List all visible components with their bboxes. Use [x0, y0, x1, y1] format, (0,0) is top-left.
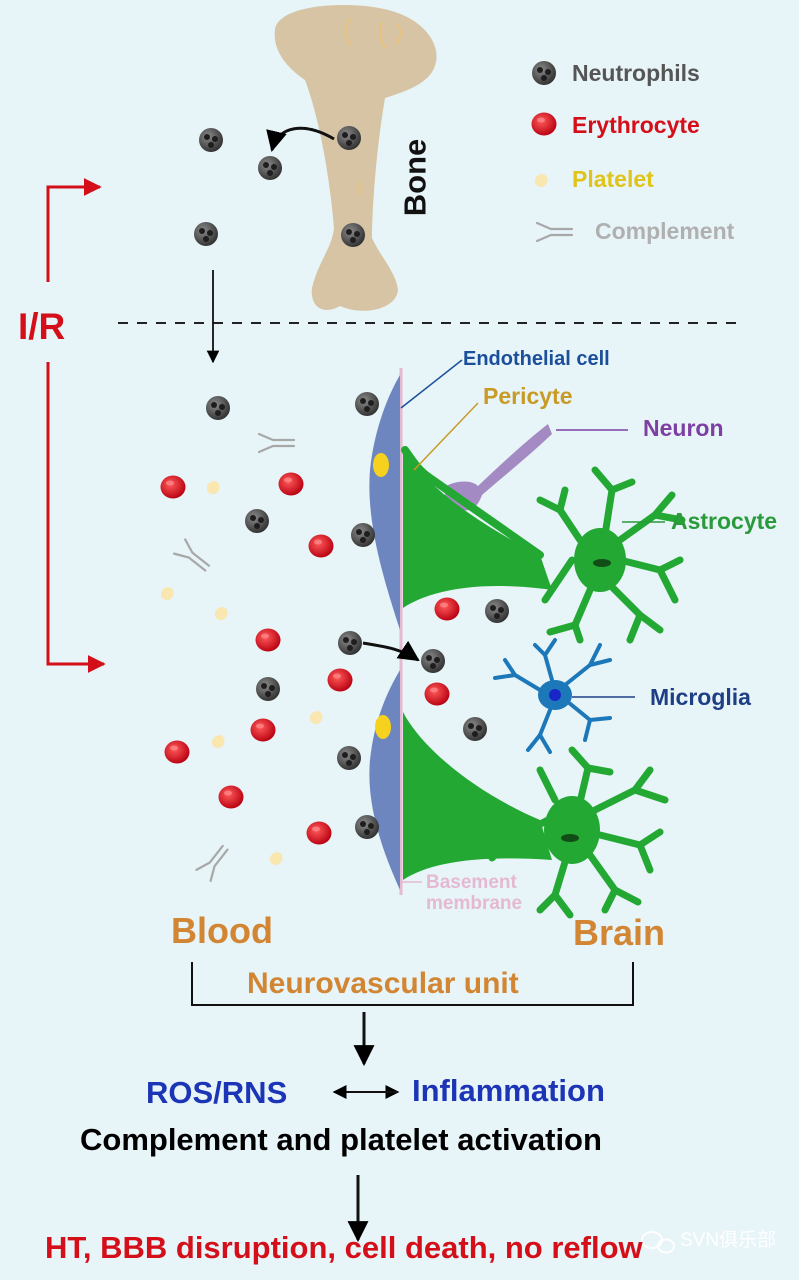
flow-arrows: [332, 1012, 400, 1243]
label-leader-lines: [400, 359, 665, 883]
neuron-label: Neuron: [643, 415, 724, 441]
outcome-label: HT, BBB disruption, cell death, no reflo…: [45, 1230, 643, 1265]
bone-illustration: [274, 5, 437, 311]
legend-complement-label: Complement: [595, 218, 735, 244]
basement-membrane-label-line2: membrane: [426, 893, 523, 914]
watermark-icon: [641, 1231, 675, 1254]
microglia-cell: [493, 638, 612, 754]
endothelial-cell-label: Endothelial cell: [463, 348, 610, 370]
legend-erythrocyte-label: Erythrocyte: [572, 112, 700, 138]
ir-bracket: [46, 178, 106, 673]
bone-label: Bone: [397, 138, 433, 217]
nvu-label: Neurovascular unit: [247, 967, 519, 1000]
release-arrow: [266, 126, 335, 153]
astrocyte-lower: [403, 712, 669, 919]
inflammation-label: Inflammation: [412, 1073, 605, 1108]
legend-neutrophils-label: Neutrophils: [572, 60, 700, 86]
pericyte-label: Pericyte: [483, 383, 573, 409]
legend-icons: [531, 61, 574, 243]
brain-label: Brain: [573, 912, 666, 953]
basement-membrane-label-line1: Basement: [426, 872, 517, 893]
ros-rns-label: ROS/RNS: [146, 1075, 288, 1110]
blood-label: Blood: [171, 910, 273, 951]
ir-label: I/R: [18, 306, 66, 347]
legend-platelet-label: Platelet: [572, 166, 654, 192]
astrocyte-label: Astrocyte: [671, 508, 778, 534]
transmigration-arrow: [362, 640, 420, 662]
watermark-text: SVN俱乐部: [680, 1230, 777, 1251]
microglia-label: Microglia: [650, 684, 751, 710]
complement-molecules: [172, 432, 296, 883]
complement-platelet-activation-label: Complement and platelet activation: [80, 1122, 602, 1157]
nvu-bracket: [191, 962, 634, 1006]
neuron-cell: [444, 424, 552, 511]
